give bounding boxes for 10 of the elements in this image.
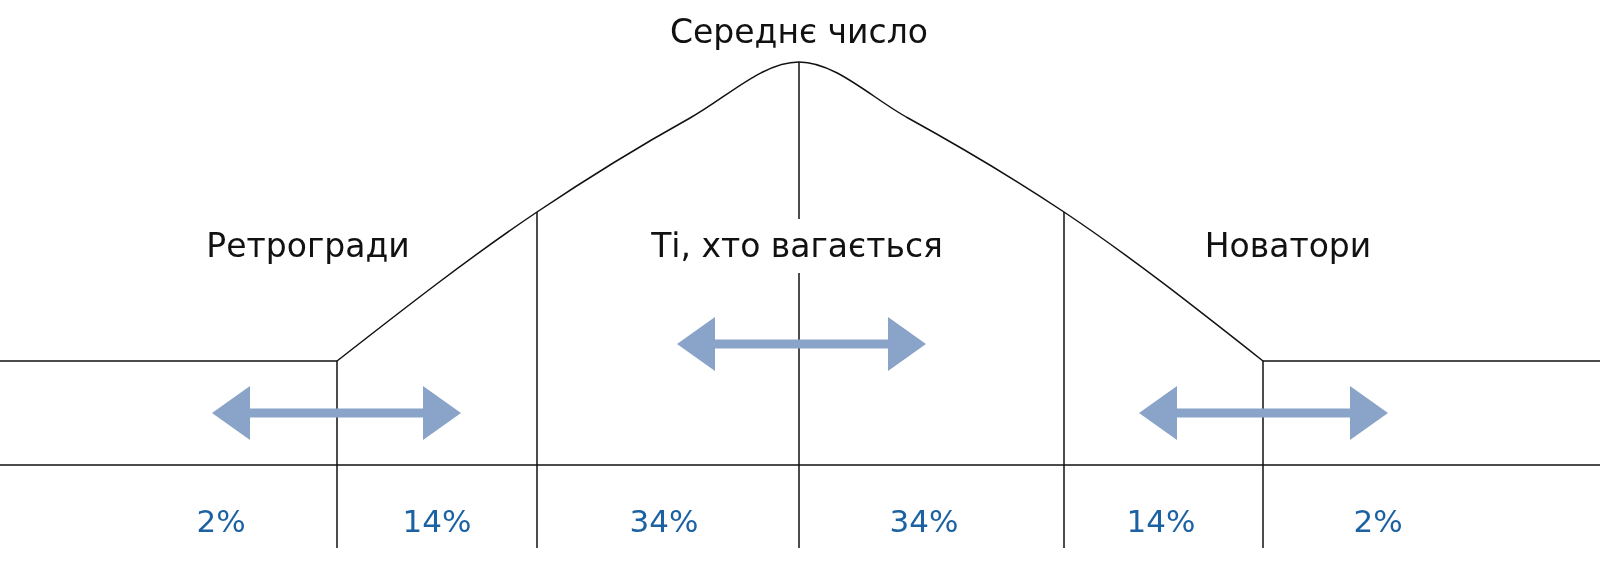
title-text: Середнє число — [670, 11, 928, 51]
percent-label: 34% — [889, 503, 959, 539]
percent-label: 34% — [629, 503, 699, 539]
group-label: Новатори — [1204, 225, 1372, 265]
percent-label: 2% — [1353, 503, 1403, 539]
group-label: Ті, хто вагається — [651, 225, 943, 265]
percent-label: 14% — [402, 503, 472, 539]
group-label: Ретрогради — [206, 225, 410, 265]
percent-label: 2% — [196, 503, 246, 539]
percent-label: 14% — [1126, 503, 1196, 539]
